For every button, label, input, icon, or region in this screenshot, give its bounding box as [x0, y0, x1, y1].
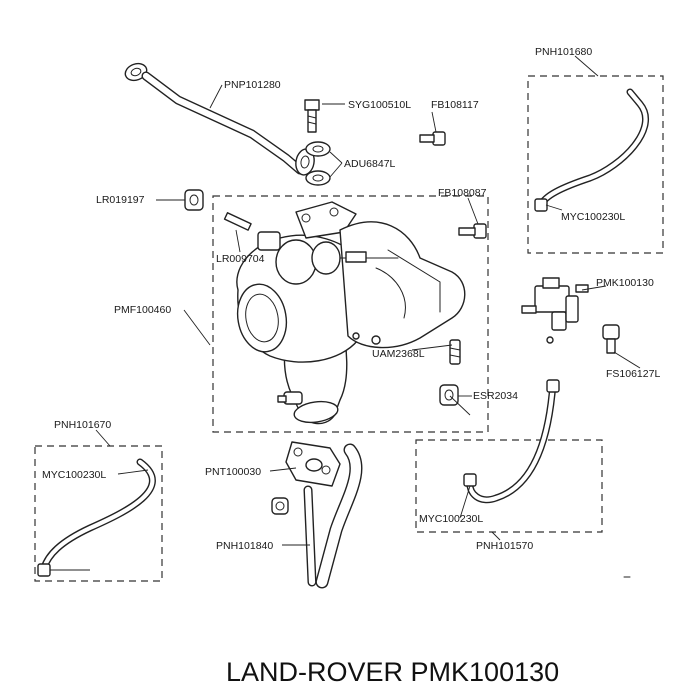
label-syg100510l: SYG100510L [348, 99, 411, 111]
label-fs106127l: FS106127L [606, 368, 660, 380]
solenoid-bolt [602, 324, 620, 354]
label-lr009704: LR009704 [216, 253, 265, 265]
banjo-bolt [304, 99, 320, 133]
label-pmf100460: PMF100460 [114, 304, 171, 316]
label-pnh101570: PNH101570 [476, 540, 533, 552]
hose-group-box-left [34, 445, 163, 582]
turbo-group-box [212, 195, 489, 433]
leader-lines [50, 55, 641, 571]
label-adu6847l: ADU6847L [344, 158, 396, 170]
nut-left [184, 189, 204, 211]
label-uam2368l: UAM2368L [372, 348, 425, 360]
sleeve [449, 339, 461, 365]
label-pnh101840: PNH101840 [216, 540, 273, 552]
flange-bolt-lower [458, 223, 487, 239]
oil-feed-pipe [124, 62, 315, 176]
label-lr019197: LR019197 [96, 194, 145, 206]
vacuum-solenoid-valve [521, 277, 589, 344]
hose-group-box-bottom-right [415, 439, 603, 533]
label-myc100230l-top: MYC100230L [561, 211, 625, 223]
label-pmk100130: PMK100130 [596, 277, 654, 289]
flange-bolt-upper [419, 131, 446, 146]
turbocharger [236, 201, 466, 425]
label-pnh101670: PNH101670 [54, 419, 111, 431]
vacuum-hose-left [37, 458, 156, 577]
sealing-washers [305, 141, 331, 186]
stud [223, 212, 252, 231]
caption-title: LAND-ROVER PMK100130 [226, 657, 559, 687]
label-myc100230l-bottom: MYC100230L [419, 513, 483, 525]
nut-right [439, 384, 459, 406]
label-esr2034: ESR2034 [473, 390, 518, 402]
vacuum-hose-bottom-right [463, 379, 560, 504]
label-fb108117: FB108117 [431, 99, 479, 111]
vacuum-hose-top-right [534, 88, 650, 212]
label-pnh101680: PNH101680 [535, 46, 592, 58]
oil-drain-pipe [271, 441, 363, 589]
label-pnt100030: PNT100030 [205, 466, 261, 478]
label-myc100230l-left: MYC100230L [42, 469, 106, 481]
label-fb108087: FB108087 [438, 187, 487, 199]
label-pnp101280: PNP101280 [224, 79, 281, 91]
drain-fitting [277, 391, 303, 405]
